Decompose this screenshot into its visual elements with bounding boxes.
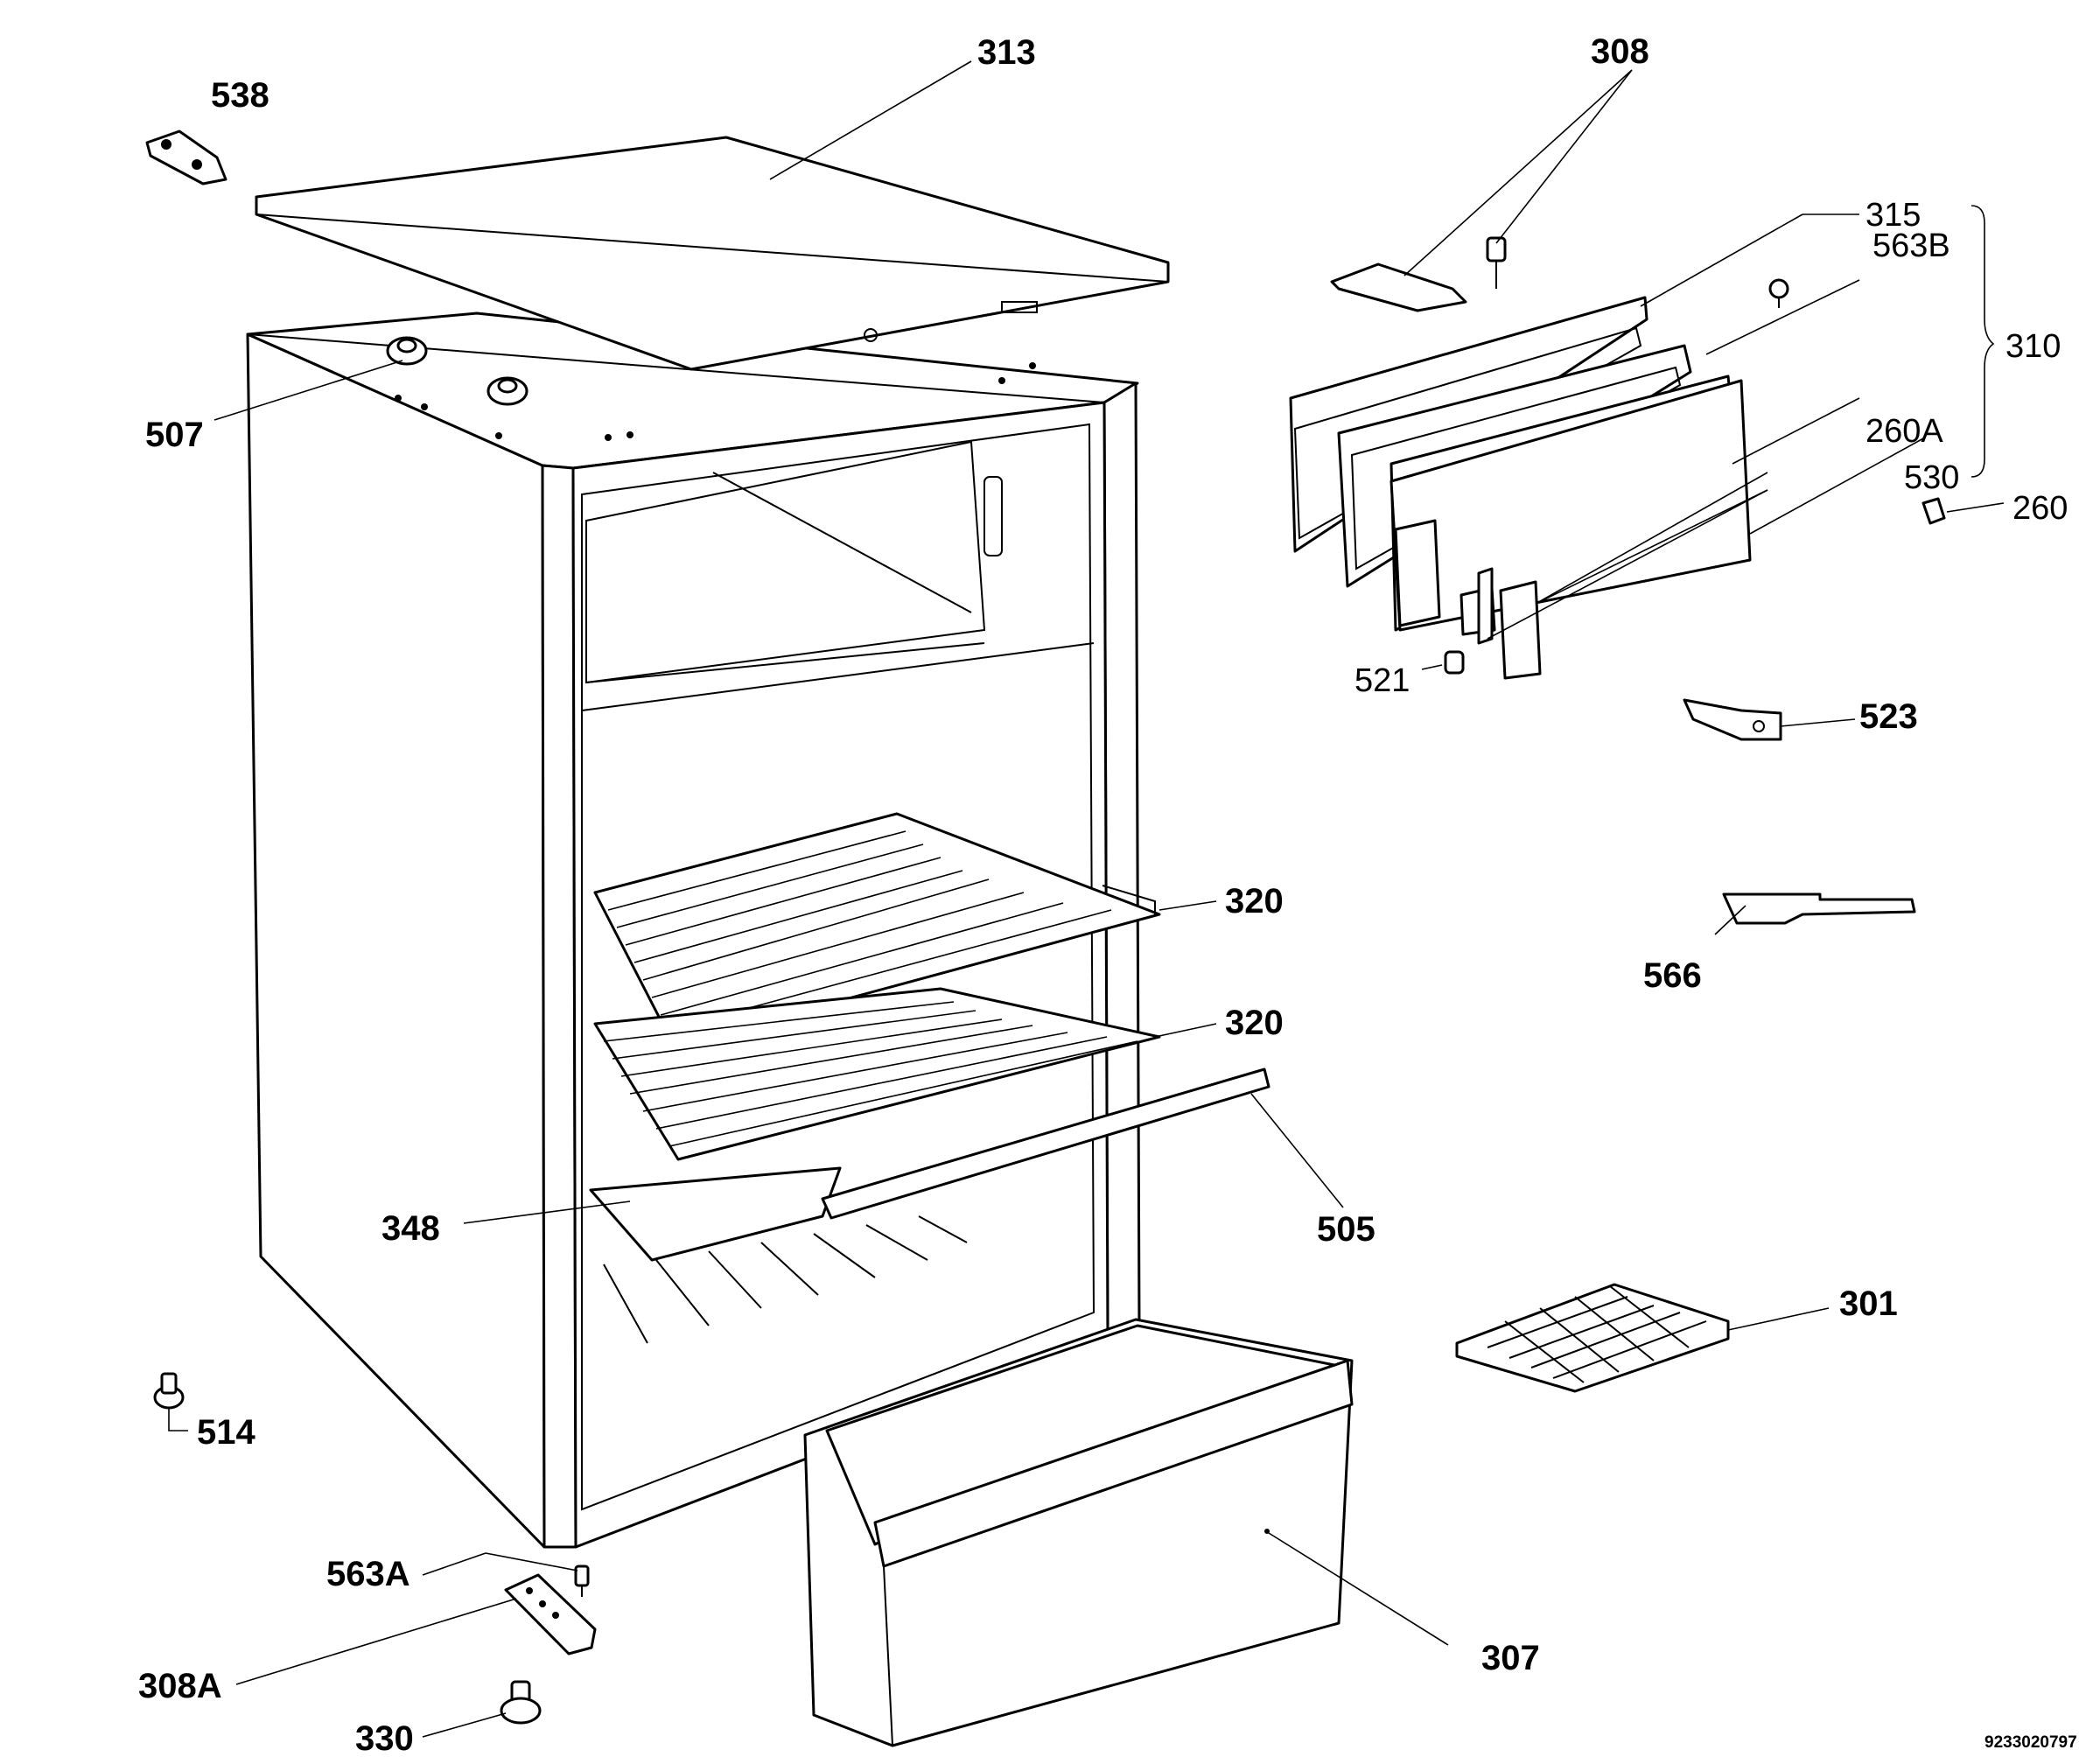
wire-shelf-upper bbox=[593, 812, 1161, 1047]
label-505: 505 bbox=[1317, 1210, 1376, 1249]
handle-523 bbox=[1683, 698, 1782, 741]
label-260: 260 bbox=[2012, 490, 2068, 527]
screw-563A bbox=[574, 1564, 590, 1597]
screw-563B bbox=[1768, 278, 1789, 308]
label-320-lower: 320 bbox=[1225, 1004, 1284, 1042]
label-315: 315 bbox=[1866, 197, 1921, 234]
rail-505 bbox=[821, 1068, 1270, 1220]
label-538: 538 bbox=[211, 76, 270, 115]
label-310: 310 bbox=[2006, 328, 2061, 365]
foot-514 bbox=[153, 1372, 185, 1410]
label-563B: 563B bbox=[1872, 228, 1950, 264]
label-301: 301 bbox=[1839, 1284, 1898, 1323]
door-assembly-310 bbox=[1289, 296, 1752, 680]
leader-lines bbox=[168, 60, 2005, 1738]
label-260A: 260A bbox=[1866, 413, 1943, 450]
crisper-drawer-307 bbox=[803, 1318, 1354, 1747]
label-308: 308 bbox=[1591, 32, 1649, 71]
label-514: 514 bbox=[197, 1413, 256, 1452]
label-313: 313 bbox=[977, 33, 1036, 72]
pin-521 bbox=[1444, 650, 1465, 675]
label-330: 330 bbox=[355, 1719, 414, 1757]
label-348: 348 bbox=[382, 1209, 440, 1248]
spatula-566 bbox=[1722, 892, 1916, 925]
ice-tray-301 bbox=[1455, 1283, 1730, 1393]
adjustable-foot-330 bbox=[500, 1680, 542, 1725]
label-521: 521 bbox=[1354, 662, 1410, 699]
feet-507 bbox=[386, 336, 528, 406]
label-523: 523 bbox=[1859, 697, 1918, 736]
hinge-bracket-308 bbox=[1330, 236, 1507, 312]
label-563A: 563A bbox=[326, 1555, 410, 1593]
label-320-upper: 320 bbox=[1225, 882, 1284, 920]
label-530: 530 bbox=[1904, 459, 1959, 496]
drawing-number: 9233020797 bbox=[1984, 1733, 2077, 1752]
hinge-plate-308A bbox=[504, 1573, 597, 1656]
hinge-538 bbox=[145, 130, 228, 186]
wire-shelf-lower bbox=[593, 987, 1161, 1161]
glass-shelf-348 bbox=[589, 1166, 842, 1262]
label-308A: 308A bbox=[138, 1667, 222, 1705]
label-307: 307 bbox=[1481, 1639, 1540, 1677]
clip-260 bbox=[1922, 497, 1946, 525]
label-566: 566 bbox=[1643, 956, 1702, 995]
label-507: 507 bbox=[145, 416, 204, 454]
